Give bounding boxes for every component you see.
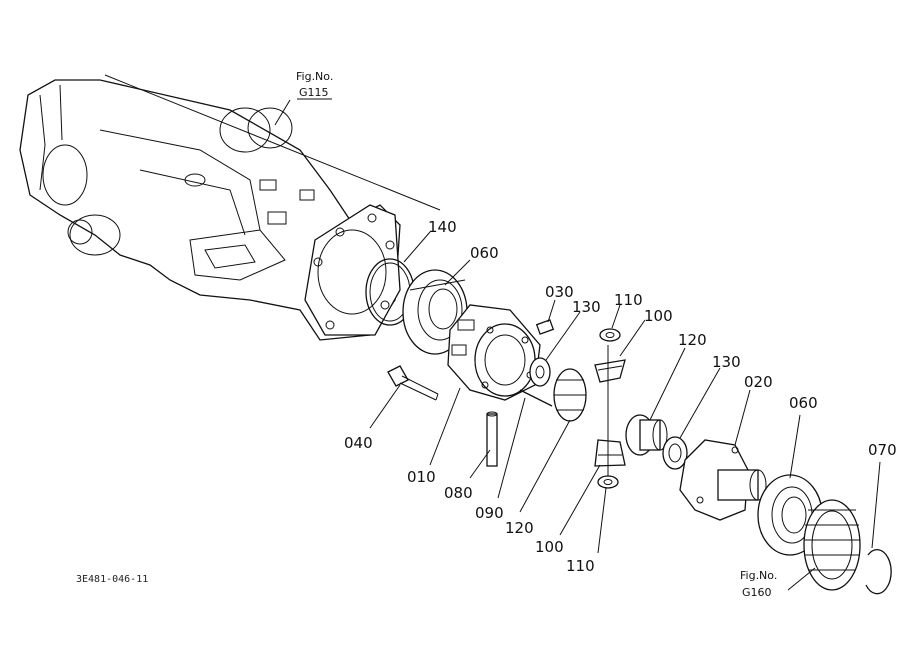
axle-housing — [19, 74, 441, 341]
callout-060-lower: 060 — [789, 394, 818, 412]
bolt-040 — [387, 365, 439, 401]
callout-080: 080 — [444, 484, 473, 502]
snap-ring-070 — [865, 549, 892, 595]
pinion-100-lower — [594, 439, 626, 467]
fig-ref-bottom-label: Fig.No. — [740, 569, 777, 582]
callout-070: 070 — [868, 441, 897, 459]
washer-130-left — [529, 357, 551, 387]
side-gear-120-right — [625, 414, 668, 456]
callout-110-upper: 110 — [614, 291, 643, 309]
pinion-100-upper — [594, 359, 626, 383]
differential-case-020 — [679, 439, 767, 521]
callout-090: 090 — [475, 504, 504, 522]
washer-110-upper — [599, 328, 621, 342]
callout-120-lower: 120 — [505, 519, 534, 537]
ring-gear — [803, 499, 861, 591]
drawing-code: 3E481-046-11 — [76, 574, 148, 585]
leader-lines — [274, 99, 881, 591]
shaft-090 — [519, 389, 553, 407]
fig-ref-top-label: Fig.No. — [296, 70, 333, 83]
washer-110-lower — [597, 475, 619, 489]
washer-130-right — [662, 436, 688, 470]
callout-140: 140 — [428, 218, 457, 236]
callout-040: 040 — [344, 434, 373, 452]
differential-case-010 — [447, 304, 541, 401]
pin-080 — [486, 411, 498, 467]
callout-110-lower: 110 — [566, 557, 595, 575]
callout-130-right: 130 — [712, 353, 741, 371]
callout-120-upper: 120 — [678, 331, 707, 349]
callout-030: 030 — [545, 283, 574, 301]
callout-020: 020 — [744, 373, 773, 391]
fig-ref-bottom-number: G160 — [742, 586, 772, 599]
fig-ref-top-number: G115 — [299, 86, 329, 99]
pin-030 — [535, 319, 555, 335]
callout-130-left: 130 — [572, 298, 601, 316]
callout-100-upper: 100 — [644, 307, 673, 325]
callout-060-upper: 060 — [470, 244, 499, 262]
side-gear-120-left — [553, 368, 587, 422]
callout-010: 010 — [407, 468, 436, 486]
callout-100-lower: 100 — [535, 538, 564, 556]
